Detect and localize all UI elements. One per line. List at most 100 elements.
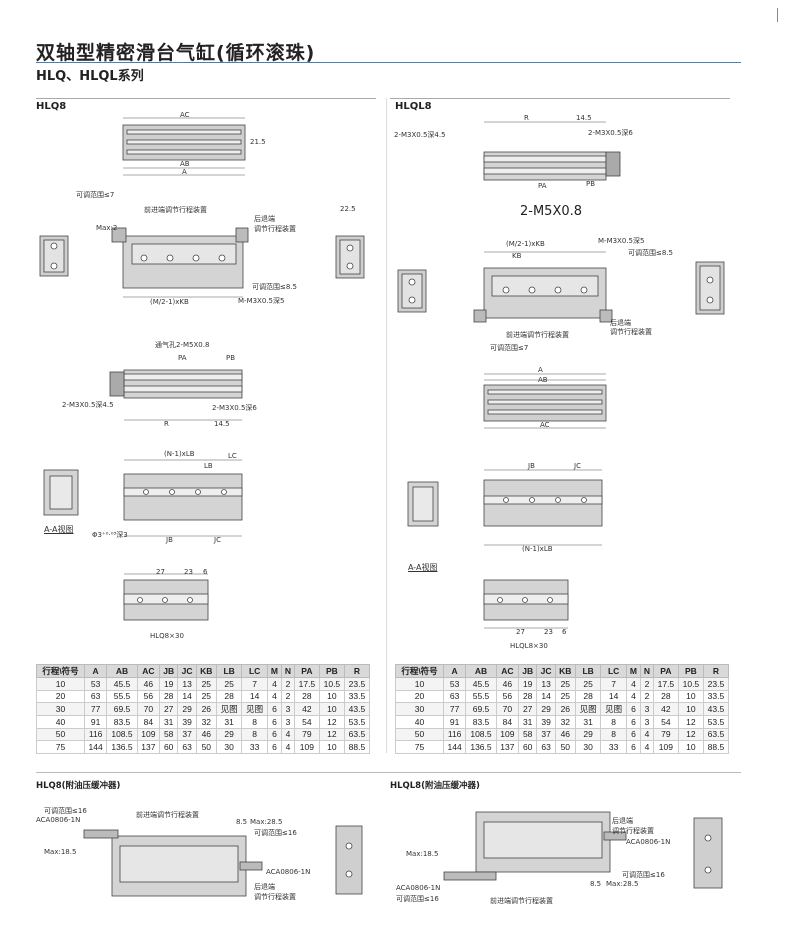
hlq-front-body [123, 473, 243, 521]
table-cell: 14 [600, 689, 627, 703]
dim-label: ACA0806-1N [36, 816, 81, 824]
dim-label: 27 [516, 628, 525, 636]
table-cell: 6 [266, 740, 282, 754]
table-cell: 83.5 [106, 715, 138, 729]
table-cell: 56 [495, 689, 519, 703]
dim-label: JC [574, 462, 581, 470]
dim-label: 14.5 [214, 420, 230, 428]
table-header-cell: JB [517, 664, 538, 678]
dim-label: 23 [544, 628, 553, 636]
dim-label: Max:18.5 [44, 848, 77, 856]
table-cell: 137 [136, 740, 160, 754]
table-cell: 46 [195, 727, 217, 741]
table-cell: 77 [442, 702, 467, 716]
dim-label: 可调范围≤7 [76, 191, 115, 199]
table-cell: 6 [625, 727, 641, 741]
left-section-label: HLQ8 [36, 101, 67, 112]
table-cell: 29 [177, 702, 197, 716]
table-cell: 25 [554, 689, 576, 703]
table-cell: 63.5 [343, 727, 371, 741]
table-cell: 14 [177, 689, 197, 703]
dim-label: JC [214, 536, 221, 544]
dim-label-large: 2-M5X0.8 [520, 204, 583, 219]
table-cell: 79 [652, 727, 679, 741]
dim-label: ACA0806-1N [626, 838, 671, 846]
table-cell: 6 [266, 702, 282, 716]
table-cell: 6 [625, 702, 641, 716]
table-cell: 2 [639, 689, 654, 703]
left-section-rule [36, 98, 376, 99]
table-cell: 8 [600, 727, 627, 741]
table-cell: 29 [215, 727, 243, 741]
table-header-cell: A [442, 664, 467, 678]
table-cell: 53 [83, 677, 108, 691]
table-cell: 77 [83, 702, 108, 716]
table-header-cell: LC [241, 664, 268, 678]
dim-label: 调节行程装置 [254, 225, 296, 233]
table-cell: 33.5 [343, 689, 371, 703]
table-cell: 28 [215, 689, 243, 703]
table-cell: 19 [517, 677, 538, 691]
table-cell: 4 [266, 689, 282, 703]
table-cell: 10.5 [677, 677, 704, 691]
table-cell: 37 [177, 727, 197, 741]
table-cell: 63 [177, 740, 197, 754]
table-cell: 4 [625, 689, 641, 703]
table-cell: 12 [677, 727, 704, 741]
table-cell: 50 [36, 727, 85, 741]
dim-label: AC [180, 111, 190, 119]
table-cell: 55.5 [106, 689, 138, 703]
table-cell: 3 [639, 715, 654, 729]
table-cell: 20 [395, 689, 444, 703]
dim-label: 前进端调节行程装置 [136, 811, 199, 819]
dim-label: LC [228, 452, 237, 460]
table-cell: 39 [177, 715, 197, 729]
dim-label: JB [528, 462, 535, 470]
table-cell: 见图 [215, 702, 243, 716]
table-header-cell: LC [600, 664, 627, 678]
table-cell: 55.5 [465, 689, 497, 703]
dim-label: 2-M3X0.5深6 [212, 404, 257, 412]
dim-label: A [538, 366, 543, 374]
dim-label: 22.5 [340, 205, 356, 213]
table-cell: 8 [600, 715, 627, 729]
dim-label: 2-M3X0.5深4.5 [62, 401, 114, 409]
table-cell: 4 [280, 740, 295, 754]
table-cell: 109 [136, 727, 160, 741]
table-cell: 8 [241, 727, 268, 741]
dim-label: PA [538, 182, 547, 190]
table-cell: 46 [554, 727, 576, 741]
table-header-cell: AC [495, 664, 519, 678]
table-cell: 45.5 [106, 677, 138, 691]
table-cell: 29 [536, 702, 556, 716]
table-cell: 8 [241, 715, 268, 729]
dim-label: 调节行程装置 [612, 827, 654, 835]
table-header-cell: PA [652, 664, 679, 678]
table-cell: 30 [574, 740, 602, 754]
table-cell: 6 [266, 727, 282, 741]
table-header-cell: AB [106, 664, 138, 678]
table-cell: 10.5 [318, 677, 345, 691]
table-cell: 69.5 [465, 702, 497, 716]
table-header-cell: R [343, 664, 371, 678]
table-cell: 63.5 [702, 727, 730, 741]
table-header-cell: 行程\符号 [36, 664, 85, 678]
table-cell: 25 [574, 677, 602, 691]
table-cell: 28 [158, 689, 179, 703]
table-cell: 40 [36, 715, 85, 729]
dim-label: Max:28.5 [606, 880, 639, 888]
table-cell: 58 [517, 727, 538, 741]
dim-label: 后退端 [610, 319, 631, 327]
table-header-cell: KB [195, 664, 217, 678]
table-header-cell: N [280, 664, 295, 678]
right-section-rule [390, 98, 730, 99]
table-cell: 见图 [600, 702, 627, 716]
dim-label: 6 [203, 568, 208, 576]
